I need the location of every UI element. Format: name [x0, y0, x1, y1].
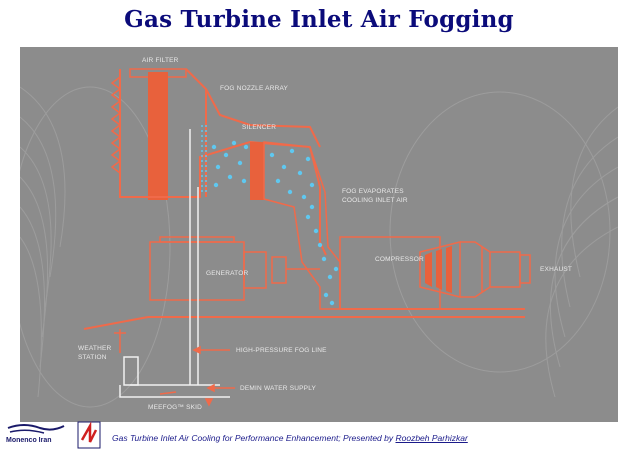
- label-fog-evaporates-1: FOG EVAPORATES: [342, 188, 404, 195]
- label-demin-water-supply: DEMIN WATER SUPPLY: [240, 385, 317, 392]
- fog-line: [119, 129, 230, 398]
- base-rail: [83, 308, 525, 330]
- gas-turbine: [339, 236, 531, 310]
- label-air-filter: AIR FILTER: [142, 57, 179, 64]
- label-generator: GENERATOR: [206, 270, 248, 277]
- footer-caption: Gas Turbine Inlet Air Cooling for Perfor…: [112, 433, 468, 443]
- compressor-blades: [425, 246, 452, 293]
- footer-caption-text: Gas Turbine Inlet Air Cooling for Perfor…: [112, 433, 396, 443]
- footer-author-link[interactable]: Roozbeh Parhizkar: [395, 433, 468, 443]
- diagram-svg: AIR FILTER FOG NOZZLE ARRAY SILENCER FOG…: [20, 57, 618, 411]
- inlet-duct: [132, 88, 341, 310]
- label-high-pressure-fog-line: HIGH-PRESSURE FOG LINE: [236, 347, 327, 354]
- label-meefog-skid: MEEFOG™ SKID: [148, 404, 202, 411]
- logo-graphic: [7, 421, 101, 449]
- label-weather: WEATHER: [78, 345, 112, 352]
- label-station: STATION: [78, 354, 107, 361]
- label-fog-evaporates-2: COOLING INLET AIR: [342, 197, 408, 204]
- label-fog-nozzle-array: FOG NOZZLE ARRAY: [220, 85, 289, 92]
- logo-text: Monenco Iran: [6, 437, 52, 444]
- fog-droplets: [211, 140, 339, 306]
- label-silencer: SILENCER: [242, 124, 276, 131]
- weather-station: [114, 329, 126, 353]
- fog-nozzle-array: [201, 125, 207, 195]
- generator: [149, 236, 320, 301]
- label-exhaust: EXHAUST: [540, 266, 572, 273]
- company-logo: Monenco Iran: [4, 420, 104, 450]
- turbine-blades-background: [20, 86, 618, 408]
- slide-title: Gas Turbine Inlet Air Fogging: [124, 6, 514, 33]
- air-filter: [110, 68, 207, 200]
- label-compressor: COMPRESSOR: [375, 256, 424, 263]
- fogging-diagram: AIR FILTER FOG NOZZLE ARRAY SILENCER FOG…: [20, 47, 618, 422]
- arrows: [159, 345, 235, 407]
